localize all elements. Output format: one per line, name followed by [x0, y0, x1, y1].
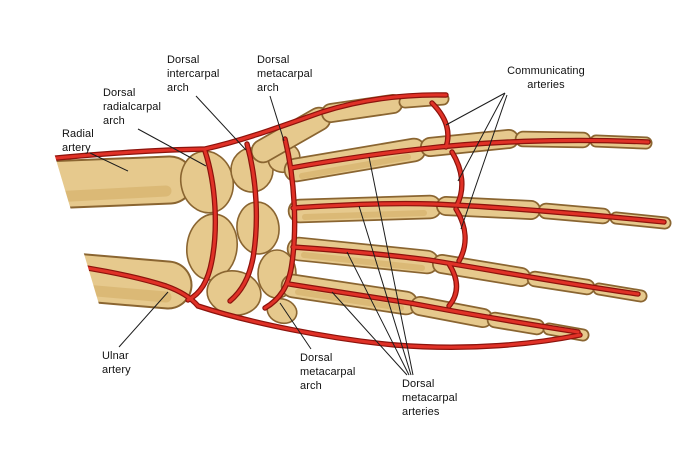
middle-phalanges-outline — [486, 130, 612, 336]
middle-phalanges — [486, 130, 612, 336]
label-dorsal-metacarpal-arteries: Dorsal metacarpal arteries — [402, 378, 458, 419]
middle-phalanges-core — [488, 132, 610, 334]
leader-line-dorsal-metacarpal-arteries — [331, 156, 414, 376]
leader-line-dorsal-metacarpal-arch-top — [269, 95, 285, 142]
leader-line-dorsal-metacarpal-arch-bottom — [279, 302, 312, 350]
leader-lines — [89, 92, 508, 376]
label-communicating-arteries: Communicating arteries — [507, 65, 585, 92]
metacarpals-shading — [295, 154, 427, 311]
label-dorsal-metacarpal-arch-bottom: Dorsal metacarpal arch — [300, 352, 356, 393]
label-dorsal-intercarpal-arch: Dorsal intercarpal arch — [167, 54, 220, 95]
label-dorsal-radialcarpal-arch: Dorsal radialcarpal arch — [103, 87, 162, 128]
label-dorsal-metacarpal-arch-top: Dorsal metacarpal arch — [257, 54, 313, 95]
skeleton — [0, 92, 672, 342]
label-ulnar-artery: Ulnar artery — [102, 350, 131, 377]
artery-network-core — [16, 93, 666, 349]
leader-line-ulnar-artery — [118, 291, 169, 348]
leader-line-dorsal-radialcarpal-arch — [137, 128, 207, 167]
leader-line-dorsal-intercarpal-arch — [195, 95, 247, 151]
forearm-cut-edge — [0, 110, 112, 348]
label-radial-artery: Radial artery — [62, 128, 94, 155]
leader-line-communicating-arteries — [445, 92, 508, 230]
arteries — [15, 92, 667, 350]
leader-line-radial-artery — [89, 152, 129, 172]
